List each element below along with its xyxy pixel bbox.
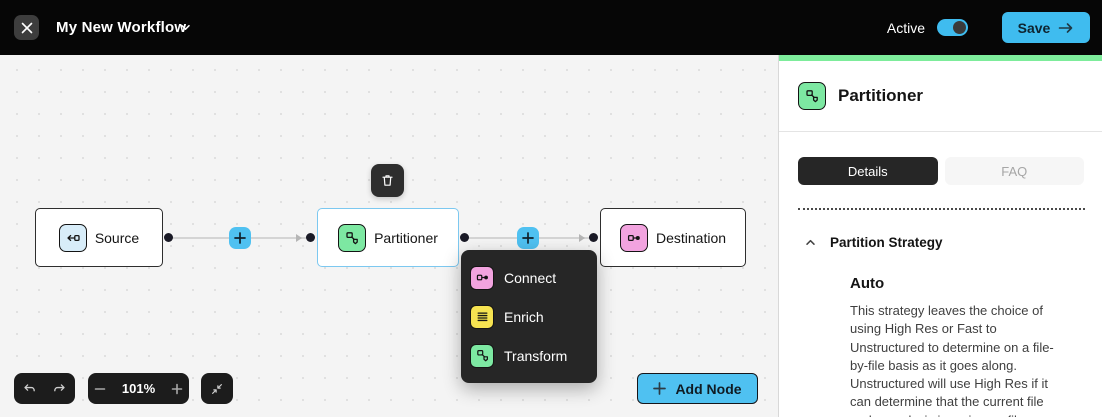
- destination-icon: [619, 223, 648, 252]
- node-label: Partitioner: [374, 229, 438, 246]
- partitioner-icon: [338, 223, 367, 252]
- fit-view-button[interactable]: [201, 373, 233, 404]
- panel-tabs: Details FAQ: [798, 157, 1084, 185]
- add-node-between-button[interactable]: [229, 227, 251, 249]
- edge-handle[interactable]: [306, 233, 315, 242]
- plus-icon: [522, 232, 534, 244]
- edge-arrowhead-icon: [579, 234, 585, 242]
- top-bar: My New Workflow Active Save: [0, 0, 1102, 55]
- active-label: Active: [886, 19, 925, 36]
- workflow-title-dropdown[interactable]: [179, 21, 192, 39]
- save-button[interactable]: Save: [1002, 12, 1090, 43]
- strategy-name: Auto: [850, 275, 885, 292]
- add-node-button[interactable]: Add Node: [637, 373, 758, 404]
- source-icon: [58, 223, 87, 252]
- section-partition-strategy[interactable]: Partition Strategy: [804, 235, 943, 250]
- plus-icon: [171, 383, 183, 394]
- minus-icon: [94, 387, 106, 390]
- delete-node-button[interactable]: [371, 164, 404, 197]
- edge-handle[interactable]: [164, 233, 173, 242]
- arrow-right-icon: [1059, 22, 1073, 33]
- panel-accent-strip: [779, 55, 1102, 61]
- plus-icon: [653, 382, 667, 395]
- panel-title: Partitioner: [838, 86, 924, 105]
- menu-item-label: Connect: [504, 269, 557, 286]
- add-node-between-button[interactable]: [517, 227, 539, 249]
- edge-handle[interactable]: [460, 233, 469, 242]
- partitioner-icon: [798, 82, 826, 110]
- tab-details[interactable]: Details: [798, 157, 938, 185]
- transform-icon: [470, 343, 494, 368]
- close-icon: [21, 22, 32, 33]
- save-label: Save: [1017, 19, 1051, 36]
- connect-icon: [470, 265, 494, 290]
- node-type-menu: Connect Enrich Transform: [461, 250, 597, 383]
- chevron-up-icon: [806, 239, 815, 245]
- zoom-controls: 101%: [88, 373, 189, 404]
- toggle-knob: [953, 21, 966, 34]
- menu-item-label: Enrich: [504, 308, 544, 325]
- trash-icon: [382, 175, 393, 186]
- zoom-out-button[interactable]: [88, 373, 112, 404]
- menu-item-connect[interactable]: Connect: [461, 258, 597, 297]
- panel-header: Partitioner: [798, 82, 923, 110]
- node-label: Source: [94, 229, 140, 246]
- tab-faq[interactable]: FAQ: [944, 157, 1084, 185]
- enrich-icon: [470, 304, 494, 329]
- node-source[interactable]: Source: [35, 208, 163, 267]
- section-title: Partition Strategy: [830, 235, 943, 250]
- menu-item-label: Transform: [504, 347, 568, 364]
- edge-arrowhead-icon: [296, 234, 302, 242]
- node-destination[interactable]: Destination: [600, 208, 746, 267]
- menu-item-enrich[interactable]: Enrich: [461, 297, 597, 336]
- node-label: Destination: [655, 229, 727, 246]
- workflow-title: My New Workflow: [56, 19, 187, 36]
- zoom-in-button[interactable]: [165, 373, 189, 404]
- zoom-level: 101%: [121, 381, 156, 396]
- workflow-canvas[interactable]: Source Partitioner Destination Connect: [0, 55, 777, 417]
- redo-button[interactable]: [45, 373, 75, 404]
- undo-button[interactable]: [15, 373, 45, 404]
- menu-item-transform[interactable]: Transform: [461, 336, 597, 375]
- dotted-divider: [798, 208, 1085, 210]
- active-toggle[interactable]: [937, 19, 968, 36]
- active-toggle-group: Active: [887, 0, 968, 55]
- undo-icon: [24, 384, 35, 392]
- history-controls: [14, 373, 75, 404]
- details-panel: Partitioner Details FAQ Partition Strate…: [778, 55, 1102, 417]
- plus-icon: [234, 232, 246, 244]
- divider: [779, 131, 1102, 132]
- close-button[interactable]: [14, 15, 39, 40]
- node-partitioner[interactable]: Partitioner: [317, 208, 459, 267]
- add-node-label: Add Node: [675, 380, 742, 397]
- edge-handle[interactable]: [589, 233, 598, 242]
- collapse-arrows-icon: [212, 383, 222, 394]
- fit-view-control: [201, 373, 233, 404]
- chevron-down-icon: [181, 24, 190, 30]
- redo-icon: [54, 384, 65, 392]
- strategy-description: This strategy leaves the choice of using…: [850, 303, 1054, 417]
